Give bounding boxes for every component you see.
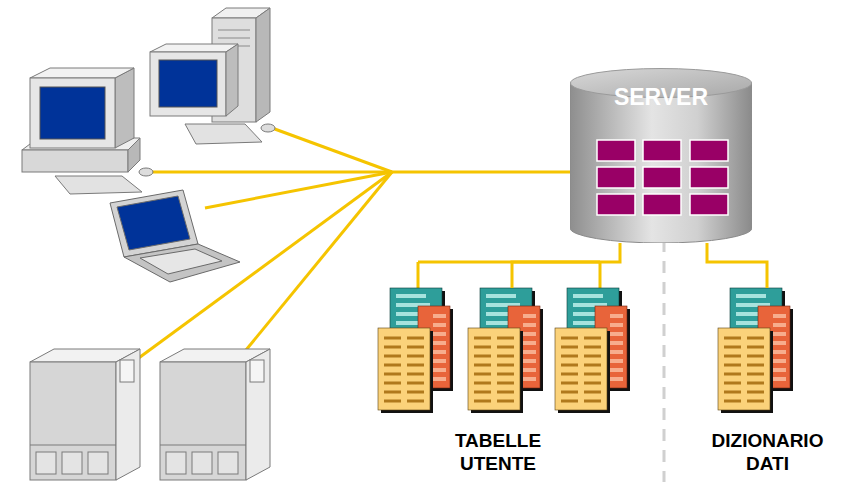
tower-side — [256, 8, 270, 122]
table-icon — [555, 288, 630, 413]
laptop-screen — [117, 196, 190, 250]
table-icon — [378, 288, 453, 413]
case-side — [128, 138, 140, 172]
cabinet-panel — [192, 452, 212, 474]
keyboard — [185, 124, 262, 144]
laptop-computer — [110, 190, 240, 282]
storage-cell — [597, 194, 635, 215]
connector-line — [512, 243, 620, 288]
branch-wire — [417, 262, 420, 290]
storage-cell — [690, 167, 728, 188]
table-group: DIZIONARIO DATI — [700, 288, 835, 480]
table-group: TABELLE UTENTE — [378, 288, 618, 480]
keyboard — [55, 176, 142, 194]
network-wire — [150, 171, 392, 174]
storage-cell — [643, 167, 681, 188]
monitor-bezel — [150, 52, 226, 116]
storage-cell — [690, 140, 728, 161]
laptop-keyboard — [140, 249, 222, 274]
mouse — [139, 168, 153, 176]
cabinet-side — [116, 349, 140, 480]
monitor-top — [150, 44, 238, 52]
laptop-base — [124, 244, 240, 282]
storage-cell — [643, 194, 681, 215]
table-icon — [718, 288, 793, 413]
monitor-screen — [159, 60, 217, 107]
cabinet-panel — [166, 452, 186, 474]
monitor-screen — [40, 87, 105, 139]
cabinet-panel — [88, 452, 108, 474]
branch-wire — [599, 262, 602, 290]
cabinet-side — [246, 349, 270, 480]
node-label: TABELLE UTENTE — [450, 430, 546, 476]
storage-cell — [597, 140, 635, 161]
database-server: SERVER — [570, 68, 752, 243]
cabinet-seam — [160, 445, 246, 446]
storage-cell — [597, 167, 635, 188]
system-unit — [22, 150, 128, 172]
cabinet-panel — [36, 452, 56, 474]
connector-line — [707, 243, 767, 288]
cabinet-front — [160, 362, 246, 480]
cabinet-panel — [218, 452, 238, 474]
cabinet-panel — [62, 452, 82, 474]
cabinet-front — [30, 362, 116, 480]
network-wire — [205, 172, 392, 208]
network-wire — [246, 172, 392, 350]
cabinet-panel — [120, 360, 134, 382]
separator-line — [663, 240, 666, 482]
network-wire — [272, 128, 392, 172]
node-label: SERVER — [581, 84, 741, 112]
server-cabinet — [30, 349, 140, 480]
server-cabinet — [160, 349, 270, 480]
monitor-side — [226, 44, 238, 116]
storage-cell — [690, 194, 728, 215]
cabinet-seam — [30, 445, 116, 446]
cylinder-body — [570, 83, 752, 243]
mouse — [261, 124, 275, 132]
monitor-side — [115, 68, 134, 148]
network-wire — [392, 171, 575, 174]
storage-cell — [643, 140, 681, 161]
desktop-computer — [150, 8, 275, 144]
cabinet-panel — [250, 360, 264, 382]
node-label: DIZIONARIO DATI — [709, 430, 827, 476]
desktop-computer — [22, 68, 153, 194]
table-icon — [468, 288, 543, 413]
monitor-bezel — [30, 78, 115, 148]
monitor-top — [30, 68, 134, 78]
